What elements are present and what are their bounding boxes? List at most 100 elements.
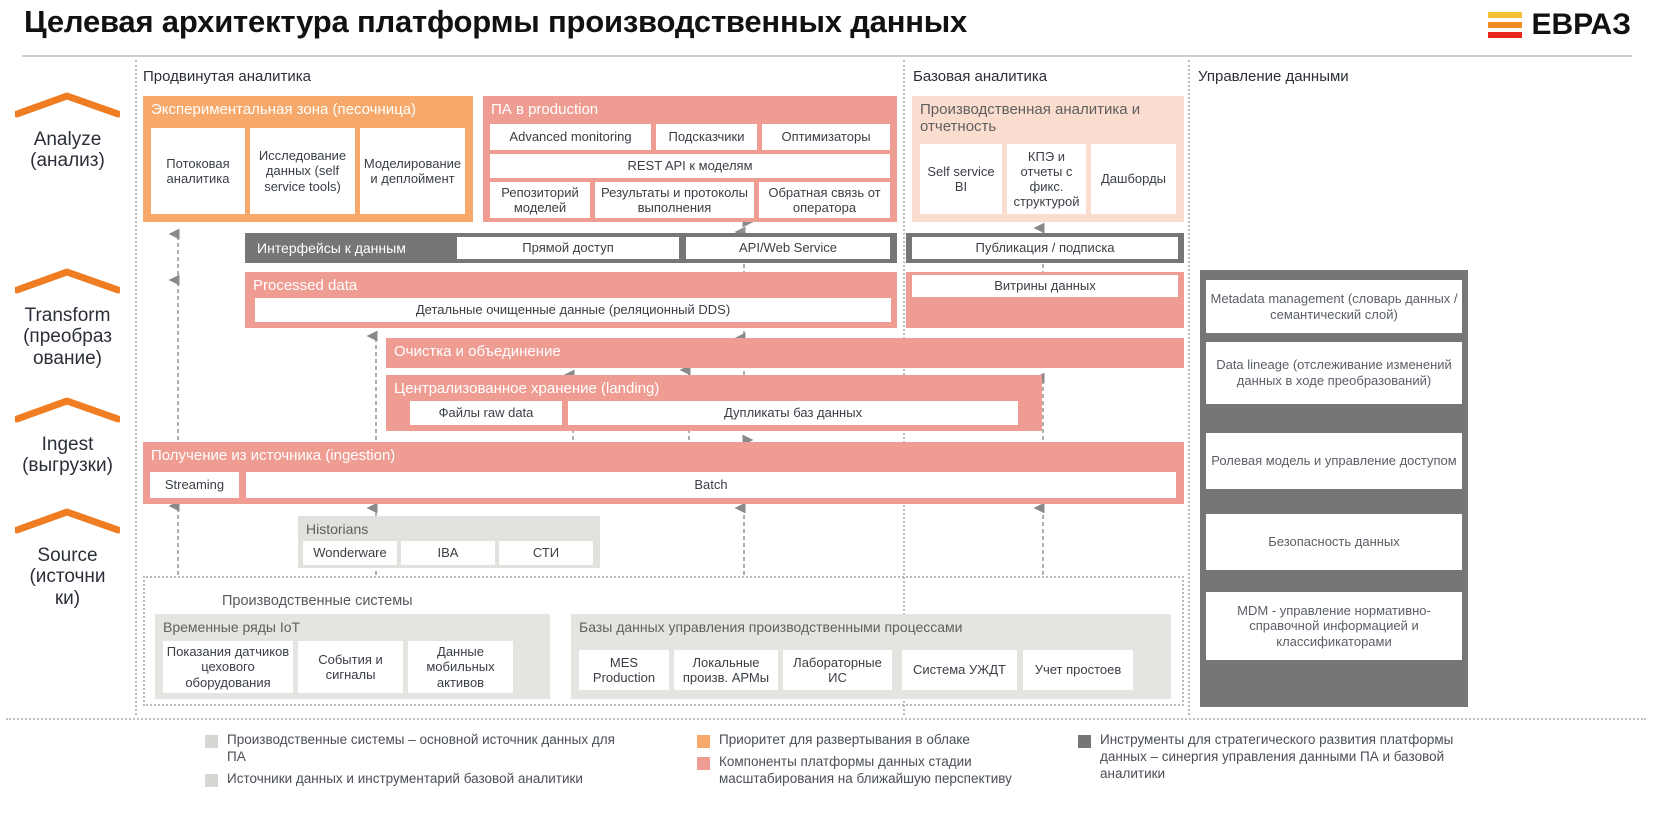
historians-block[interactable]: Historians Wonderware IBA СТИ (298, 516, 600, 568)
ingestion-streaming[interactable]: Streaming (150, 472, 239, 498)
basic-analytics-title: Производственная аналитика и отчетность (920, 101, 1141, 136)
landing-item-0[interactable]: Файлы raw data (410, 401, 562, 425)
iot-title: Временные ряды IoT (163, 619, 301, 635)
stage-analyze-label: Analyze(анализ) (30, 129, 105, 172)
legend-column-1: Производственные системы – основной исто… (205, 732, 625, 793)
governance-item-0[interactable]: Metadata management (словарь данных / се… (1206, 280, 1462, 333)
historian-item-1[interactable]: IBA (401, 541, 495, 565)
process-db-title: Базы данных управления производственными… (579, 619, 963, 635)
ingestion-batch[interactable]: Batch (246, 472, 1176, 498)
legend-divider (6, 718, 1646, 720)
cleanse-block[interactable]: Очистка и объединение (386, 338, 1184, 368)
legend-label: Компоненты платформы данных стадии масшт… (719, 753, 1012, 786)
data-marts-box[interactable]: Витрины данных (912, 275, 1178, 297)
basic-item-1[interactable]: КПЭ и отчеты с фикс. структурой (1007, 144, 1086, 214)
interfaces-item-0[interactable]: Прямой доступ (457, 237, 679, 259)
legend-item: Инструменты для стратегического развития… (1078, 732, 1458, 783)
production-systems-frame (143, 576, 1184, 706)
governance-panel[interactable]: Metadata management (словарь данных / се… (1200, 270, 1468, 707)
pa-rest-api[interactable]: REST API к моделям (490, 154, 890, 178)
logo-bars-icon (1488, 12, 1523, 38)
db-item-2[interactable]: Лабораторные ИС (783, 650, 892, 690)
governance-item-2[interactable]: Ролевая модель и управление доступом (1206, 433, 1462, 489)
interfaces-item-1[interactable]: API/Web Service (686, 237, 890, 259)
evraz-logo: ЕВРАЗ (1488, 8, 1631, 42)
db-item-1[interactable]: Локальные произв. АРМы (674, 650, 778, 690)
sandbox-title: Экспериментальная зона (песочница) (151, 101, 417, 118)
logo-wordmark: ЕВРАЗ (1531, 8, 1631, 41)
process-db-block[interactable]: Базы данных управления производственными… (571, 614, 1171, 699)
legend-item: Источники данных и инструментарий базово… (205, 771, 625, 788)
processed-data-title: Processed data (253, 277, 358, 294)
column-separator-1 (135, 60, 137, 715)
db-item-3[interactable]: Система УЖДТ (902, 650, 1017, 690)
sandbox-item-1[interactable]: Исследование данных (self service tools) (250, 128, 355, 214)
legend-swatch (205, 735, 218, 748)
landing-item-1[interactable]: Дупликаты баз данных (568, 401, 1018, 425)
pa-row3-item-0[interactable]: Репозиторий моделей (490, 182, 590, 218)
iot-item-2[interactable]: Данные мобильных активов (408, 641, 513, 693)
column-caption-basic: Базовая аналитика (913, 68, 1048, 85)
pa-production-block[interactable]: ПА в production Advanced monitoring Подс… (483, 96, 897, 222)
cleanse-title: Очистка и объединение (394, 343, 561, 360)
sandbox-item-2[interactable]: Моделирование и деплоймент (360, 128, 465, 214)
legend-swatch (697, 735, 710, 748)
column-separator-3 (1188, 60, 1190, 715)
interfaces-block[interactable]: Интерфейсы к данным Прямой доступ API/We… (245, 233, 897, 263)
legend-swatch (205, 773, 218, 787)
pa-row3-item-2[interactable]: Обратная связь от оператора (759, 182, 890, 218)
production-systems-title: Производственные системы (222, 593, 413, 609)
governance-item-1[interactable]: Data lineage (отслеживание изменений дан… (1206, 342, 1462, 404)
chevron-icon (13, 397, 122, 423)
interfaces-block-right[interactable]: Публикация / подписка (906, 233, 1184, 263)
header: Целевая архитектура платформы производст… (0, 0, 1653, 56)
basic-analytics-block[interactable]: Производственная аналитика и отчетность … (912, 96, 1184, 222)
db-item-0[interactable]: MES Production (579, 650, 669, 690)
legend-item: Производственные системы – основной исто… (205, 732, 625, 766)
header-divider (22, 55, 1632, 57)
iot-item-0[interactable]: Показания датчиков цехового оборудования (163, 641, 293, 693)
chevron-icon (13, 508, 122, 534)
db-item-4[interactable]: Учет простоев (1023, 650, 1133, 690)
ingestion-block[interactable]: Получение из источника (ingestion) Strea… (143, 442, 1184, 504)
historian-item-0[interactable]: Wonderware (303, 541, 397, 565)
chevron-icon (13, 268, 122, 294)
iot-item-1[interactable]: События и сигналы (298, 641, 403, 693)
chevron-icon (13, 92, 122, 118)
legend-label: Инструменты для стратегического развития… (1100, 732, 1454, 781)
processed-data-block[interactable]: Processed data Детальные очищенные данны… (245, 272, 897, 328)
pa-row1-item-2[interactable]: Оптимизаторы (762, 124, 890, 150)
page-title: Целевая архитектура платформы производст… (24, 4, 968, 39)
landing-title: Централизованное хранение (landing) (394, 380, 660, 397)
column-caption-governance: Управление данными (1198, 68, 1349, 85)
sandbox-block[interactable]: Экспериментальная зона (песочница) Поток… (143, 96, 473, 222)
legend-swatch (1078, 735, 1091, 748)
stage-ingest: Ingest(выгрузки) (0, 397, 135, 477)
pa-row1-item-0[interactable]: Advanced monitoring (490, 124, 651, 150)
historian-item-2[interactable]: СТИ (499, 541, 593, 565)
legend-label: Приоритет для развертывания в облаке (719, 732, 970, 747)
landing-block[interactable]: Централизованное хранение (landing) Файл… (386, 375, 1042, 431)
data-marts-block[interactable]: Витрины данных (906, 272, 1184, 328)
processed-detail-box[interactable]: Детальные очищенные данные (реляционный … (255, 298, 891, 322)
legend-label: Производственные системы – основной исто… (227, 732, 615, 764)
legend: Производственные системы – основной исто… (0, 718, 1653, 818)
pa-row1-item-1[interactable]: Подсказчики (656, 124, 757, 150)
basic-item-0[interactable]: Self service BI (920, 144, 1002, 214)
sandbox-item-0[interactable]: Потоковая аналитика (151, 128, 245, 214)
iot-block[interactable]: Временные ряды IoT Показания датчиков це… (155, 614, 550, 699)
legend-swatch (697, 756, 710, 770)
pa-production-title: ПА в production (491, 101, 599, 118)
pa-row3-item-1[interactable]: Результаты и протоколы выполнения (595, 182, 754, 218)
interfaces-title: Интерфейсы к данным (257, 240, 406, 256)
column-caption-advanced: Продвинутая аналитика (143, 68, 311, 85)
interfaces-publish-subscribe[interactable]: Публикация / подписка (912, 237, 1178, 259)
basic-item-2[interactable]: Дашборды (1091, 144, 1176, 214)
governance-item-4[interactable]: MDM - управление нормативно-справочной и… (1206, 592, 1462, 660)
governance-item-3[interactable]: Безопасность данных (1206, 514, 1462, 570)
stage-ingest-label: Ingest(выгрузки) (22, 434, 113, 477)
legend-column-2: Приоритет для развертывания в облаке Ком… (697, 732, 1027, 793)
